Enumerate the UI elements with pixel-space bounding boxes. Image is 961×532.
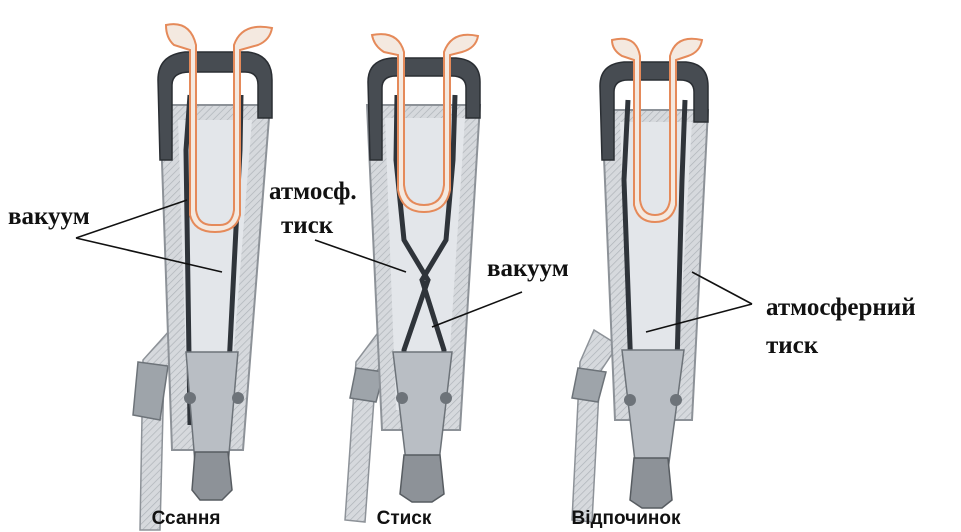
bead-right <box>440 392 452 404</box>
cup-compression <box>345 34 480 522</box>
label-atm-short-line2: тиск <box>281 212 333 240</box>
label-vacuum-left: вакуум <box>8 203 90 231</box>
caption-compression: Стиск <box>324 508 484 530</box>
nipple-outlet <box>400 455 444 502</box>
nozzle-cone <box>622 350 684 470</box>
nozzle-cone <box>393 352 452 470</box>
label-atm-full-line2: тиск <box>766 332 818 360</box>
cup-suction <box>133 24 272 530</box>
bead-left <box>184 392 196 404</box>
caption-rest: Відпочинок <box>546 508 706 530</box>
label-vacuum-mid: вакуум <box>487 255 569 283</box>
label-atm-full-line1: атмосферний <box>766 294 916 322</box>
nipple-outlet <box>192 452 232 500</box>
bead-left <box>624 394 636 406</box>
leader-atm-full-1 <box>692 272 752 304</box>
milk-tube <box>572 330 618 522</box>
bead-left <box>396 392 408 404</box>
cup-rest <box>572 39 708 522</box>
bead-right <box>232 392 244 404</box>
tube-connector <box>572 368 606 402</box>
nipple-outlet <box>630 458 672 508</box>
bead-right <box>670 394 682 406</box>
caption-suction: Ссання <box>106 508 266 530</box>
label-atm-short-line1: атмосф. <box>269 178 357 206</box>
